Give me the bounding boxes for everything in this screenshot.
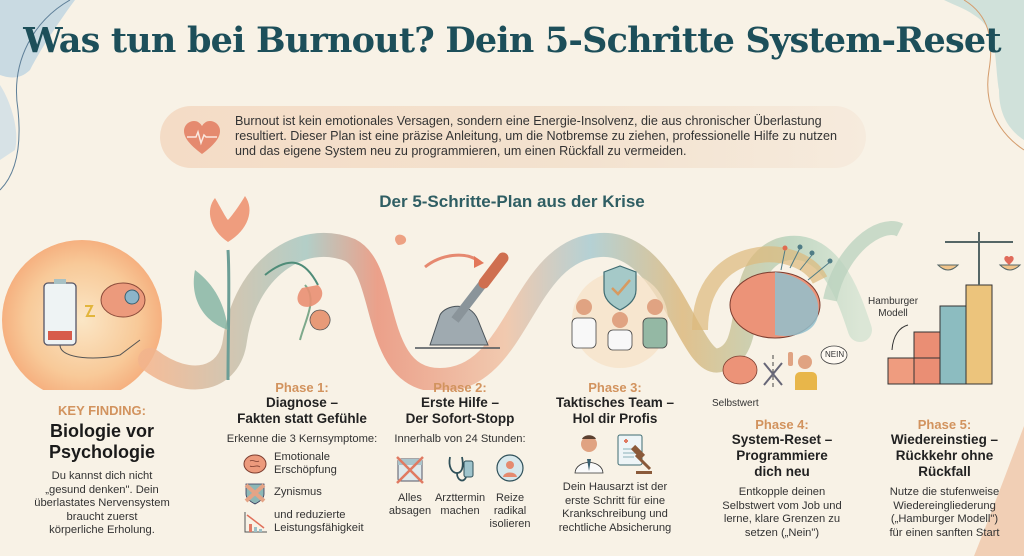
journey-path-illustration	[2, 196, 1022, 390]
phase-3-text: Dein Hausarzt ist der erste Schritt für …	[558, 481, 672, 534]
phase-3-card: Phase 3: Taktisches Team – Hol dir Profi…	[540, 380, 690, 535]
hamburger-modell-label: Hamburger Modell	[868, 296, 919, 319]
declining-chart-icon	[244, 511, 267, 532]
phase-1-title: Diagnose – Fakten statt Gefühle	[237, 395, 367, 426]
phase-3-kicker: Phase 3:	[588, 380, 642, 395]
intro-banner: Burnout ist kein emotionales Versagen, s…	[160, 106, 866, 168]
key-finding-kicker: KEY FINDING:	[58, 403, 146, 418]
section-title: Der 5-Schritte-Plan aus der Krise	[379, 192, 645, 211]
bottom-right-blob	[974, 426, 1024, 556]
phase-4-card: Phase 4: System-Reset – Programmiere dic…	[712, 417, 852, 540]
cancelled-calendar-icon	[396, 455, 424, 484]
stethoscope-phone-icon	[448, 456, 474, 481]
top-right-blob	[944, 0, 1024, 151]
brain-icon	[243, 454, 267, 473]
phase-1-card: Phase 1: Diagnose – Fakten statt Gefühle…	[222, 380, 382, 535]
document-gavel-icon	[617, 434, 652, 474]
phase-5-title: Wiedereinstieg – Rückkehr ohne Rückfall	[890, 432, 999, 479]
symptom-item: Zynismus	[242, 481, 382, 505]
nein-speech-bubble: NEIN	[825, 350, 845, 359]
page-title: Was tun bei Burnout? Dein 5-Schritte Sys…	[23, 20, 1001, 61]
phase-2-kicker: Phase 2:	[433, 380, 487, 395]
phase-2-intro: Innerhalb von 24 Stunden:	[394, 433, 526, 445]
phase-1-kicker: Phase 1:	[275, 380, 329, 395]
phase-2-card: Phase 2: Erste Hilfe – Der Sofort-Stopp …	[385, 380, 535, 531]
phase-4-text: Entkopple deinen Selbstwert vom Job und …	[722, 486, 842, 539]
key-finding-text: Du kannst dich nicht „gesund denken". De…	[34, 470, 170, 536]
isolate-person-icon	[496, 453, 524, 482]
phase-2-title: Erste Hilfe – Der Sofort-Stopp	[405, 395, 515, 426]
key-finding-title: Biologie vor Psychologie	[48, 421, 156, 462]
phase-4-title: System-Reset – Programmiere dich neu	[731, 432, 833, 479]
key-finding-card: KEY FINDING: Biologie vor Psychologie Du…	[12, 403, 192, 538]
top-left-blob	[0, 0, 75, 191]
intro-text: Burnout ist kein emotionales Versagen, s…	[235, 114, 838, 158]
doctor-icon	[574, 435, 604, 474]
phase-3-title: Taktisches Team – Hol dir Profis	[555, 395, 675, 426]
phase-1-intro: Erkenne die 3 Kernsymptome:	[226, 433, 378, 445]
phase-4-kicker: Phase 4:	[755, 417, 809, 432]
heart-pulse-icon	[184, 121, 220, 154]
crossed-shield-icon	[244, 483, 266, 504]
selbstwert-label: Selbstwert	[712, 398, 759, 409]
phase-5-text: Nutze die stufenweise Wiedereingliederun…	[889, 486, 1000, 539]
phase-5-card: Phase 5: Wiedereinstieg – Rückkehr ohne …	[872, 417, 1017, 540]
phase-5-kicker: Phase 5:	[917, 417, 972, 432]
